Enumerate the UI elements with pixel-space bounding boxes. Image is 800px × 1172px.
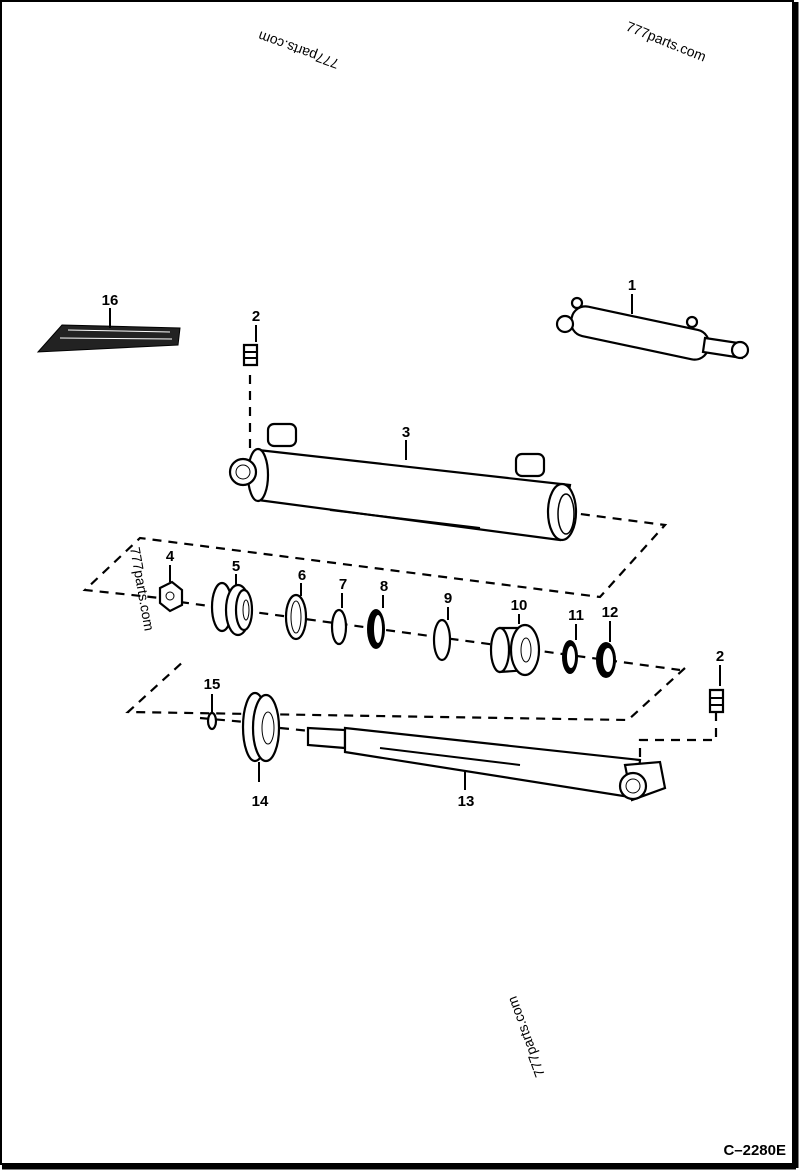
- part-11-rod-seal[interactable]: [562, 640, 578, 674]
- callout-12: 12: [602, 604, 619, 621]
- callout-7: 7: [339, 576, 347, 593]
- callout-15: 15: [204, 676, 221, 693]
- callout-2: 2: [252, 308, 260, 325]
- part-12-wiper[interactable]: [596, 642, 616, 678]
- callout-13: 13: [458, 793, 475, 810]
- callout-11: 11: [568, 607, 584, 624]
- fitting-guide-right: [638, 712, 718, 765]
- part-16-decal[interactable]: [36, 324, 181, 353]
- callout-6: 6: [298, 567, 306, 584]
- callout-5: 5: [232, 558, 240, 575]
- part-2-fitting[interactable]: [242, 343, 259, 367]
- callout-2-lower: 2: [716, 648, 724, 665]
- callout-1: 1: [628, 277, 636, 294]
- leader-lines: [109, 294, 721, 790]
- part-6-wear-ring[interactable]: [284, 593, 308, 641]
- watermark: 777parts.com: [127, 546, 157, 632]
- part-8-seal[interactable]: [367, 609, 385, 649]
- watermark: 777parts.com: [504, 994, 548, 1079]
- part-3-barrel[interactable]: [228, 422, 578, 542]
- part-13-rod[interactable]: [306, 726, 667, 802]
- part-4-nut[interactable]: [158, 580, 184, 613]
- part-10-head[interactable]: [489, 623, 541, 677]
- watermark: 777parts.com: [624, 18, 709, 65]
- callout-9: 9: [444, 590, 452, 607]
- drawing-code: C–2280E: [723, 1142, 786, 1159]
- callout-14: 14: [252, 793, 269, 810]
- callout-3: 3: [402, 424, 410, 441]
- assembly-guide-upper: [82, 510, 668, 600]
- part-9-o-ring[interactable]: [432, 618, 452, 662]
- watermark: 777parts.com: [256, 28, 341, 72]
- part-15-o-ring[interactable]: [206, 711, 218, 731]
- callout-16: 16: [102, 292, 119, 309]
- assembly-guide-lower: [125, 659, 686, 722]
- part-7-o-ring[interactable]: [330, 608, 348, 646]
- part-2-fitting[interactable]: [708, 688, 725, 714]
- part-1-cylinder-assembly[interactable]: [555, 296, 750, 362]
- part-14-piston[interactable]: [241, 691, 281, 763]
- part-5-piston[interactable]: [210, 581, 254, 637]
- callout-8: 8: [380, 578, 388, 595]
- callout-10: 10: [511, 597, 528, 614]
- callout-4: 4: [166, 548, 175, 565]
